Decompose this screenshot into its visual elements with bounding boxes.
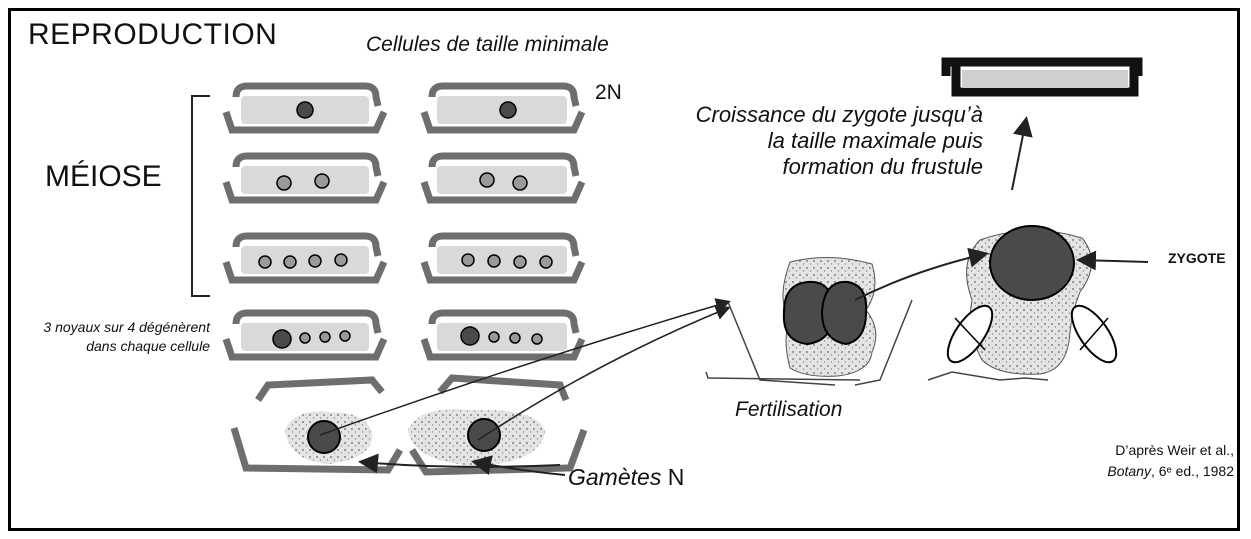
credit-book: Botany	[1107, 463, 1151, 479]
zygote-right-valve	[1064, 299, 1125, 369]
credit-note: D’après Weir et al., Botany, 6ᵉ ed., 198…	[1034, 440, 1234, 482]
credit-line-1: D’après Weir et al.,	[1115, 442, 1234, 458]
minimal-cells-label: Cellules de taille minimale	[366, 33, 609, 57]
cell-meiosis-2-right	[424, 156, 582, 200]
zygote-label: ZYGOTE	[1168, 250, 1226, 266]
fertilisation-label: Fertilisation	[735, 398, 842, 422]
gametes-label: Gamètes N	[568, 464, 684, 491]
credit-rest: , 6ᵉ ed., 1982	[1151, 463, 1234, 479]
gamete-right	[408, 378, 584, 472]
zygote-cell	[928, 226, 1124, 380]
gametes-word: Gamètes	[568, 464, 661, 490]
cell-meiosis-4-right	[424, 236, 582, 280]
cell-degeneration-left	[226, 313, 384, 357]
fertilisation-cell	[706, 257, 912, 385]
cell-2n-right	[424, 86, 582, 130]
gametes-n: N	[668, 464, 685, 490]
diagram-title: REPRODUCTION	[28, 18, 277, 52]
degeneration-label: 3 noyaux sur 4 dégénèrent dans chaque ce…	[30, 318, 210, 356]
cell-degeneration-right	[424, 313, 582, 357]
ploidy-2n-label: 2N	[595, 81, 622, 105]
cell-meiosis-4-left	[226, 236, 384, 280]
cell-2n-left	[226, 86, 384, 130]
meiosis-bracket	[192, 96, 210, 296]
gamete-left	[234, 380, 400, 470]
meiosis-label: MÉIOSE	[45, 160, 162, 194]
cell-meiosis-2-left	[226, 156, 384, 200]
growth-label: Croissance du zygote jusqu’à la taille m…	[693, 102, 983, 180]
mature-frustule	[946, 62, 1138, 92]
growth-arrow	[1012, 120, 1026, 190]
